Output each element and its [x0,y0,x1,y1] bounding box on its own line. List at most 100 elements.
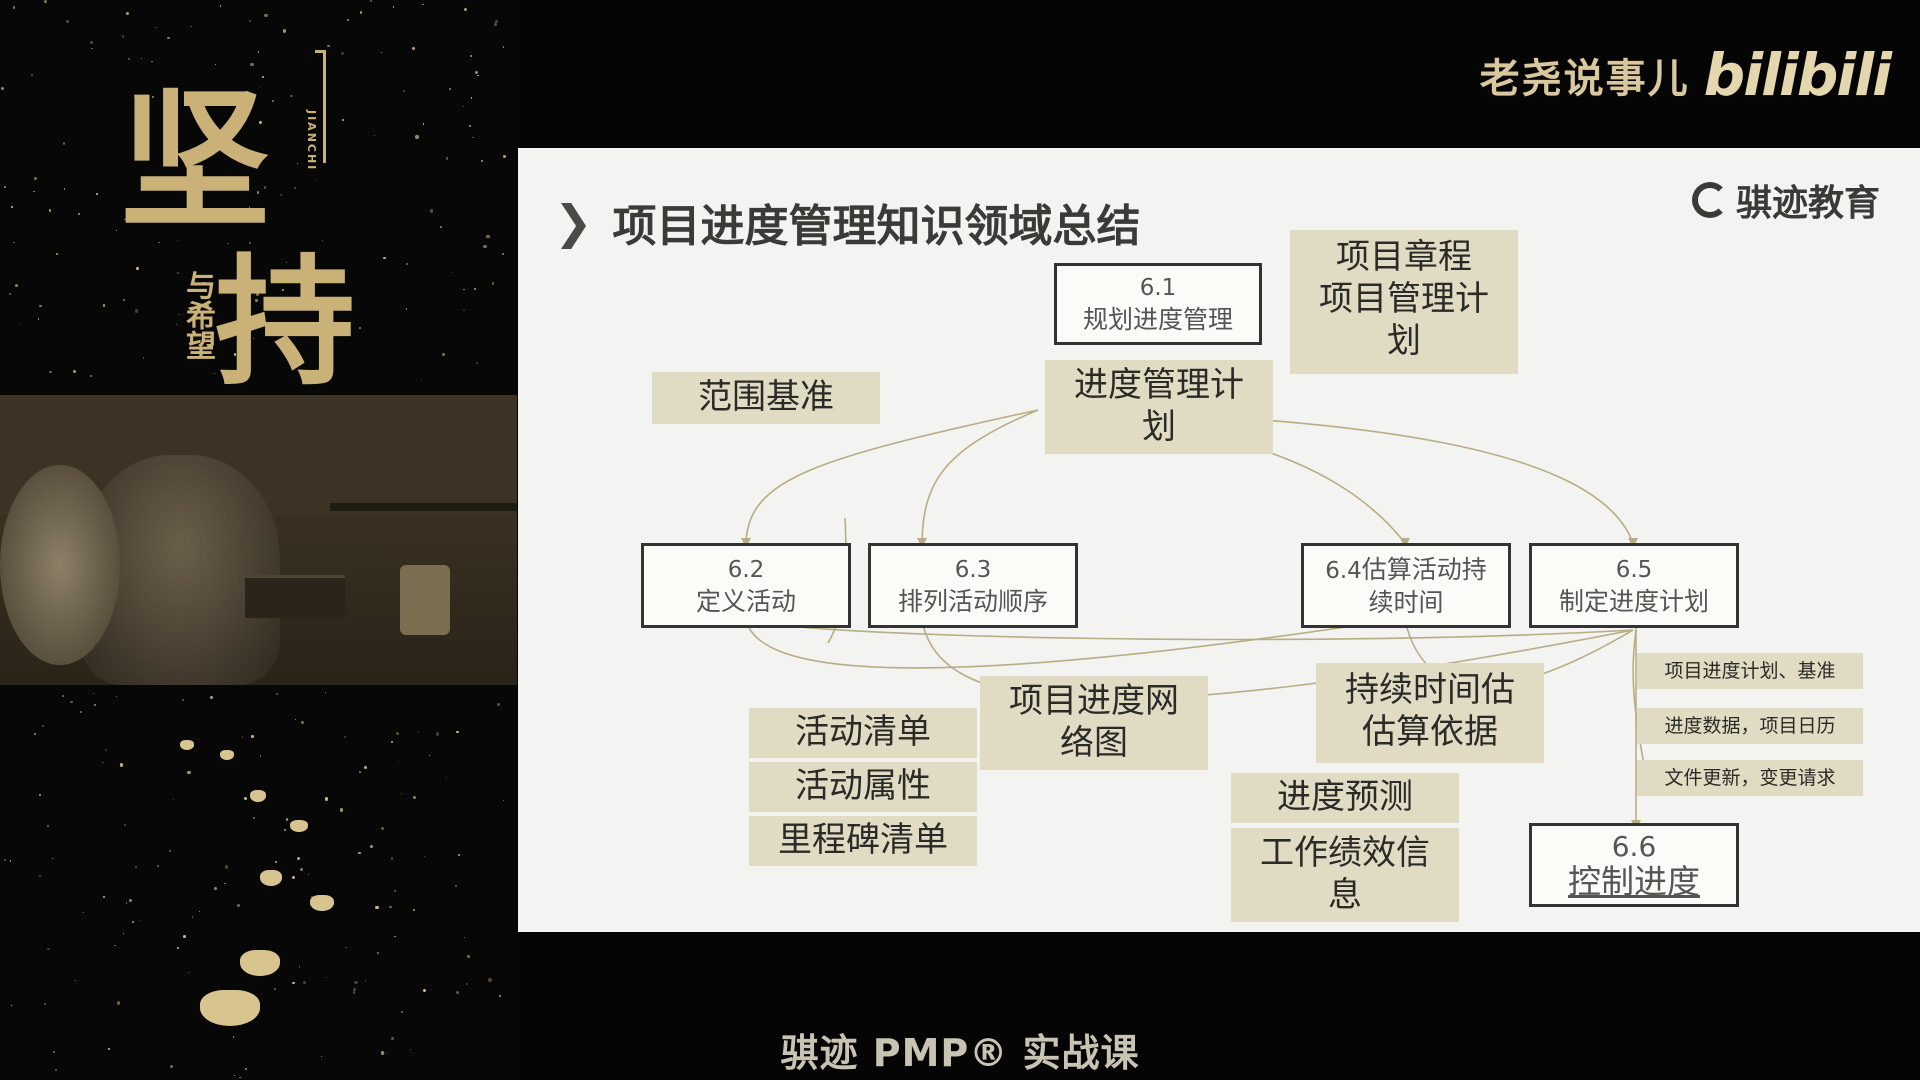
star-dot [282,289,285,292]
star-dot [294,187,297,189]
webcam-feed [0,395,517,685]
star-dot [90,374,93,377]
star-dot [254,299,258,303]
star-dot [142,357,145,359]
star-dot [79,710,82,713]
star-dot [169,153,172,156]
star-dot [347,18,350,21]
footprint [220,750,234,760]
process-6-5-box: 6.5 制定进度计划 [1529,543,1739,628]
star-dot [138,919,141,921]
star-dot [285,262,288,264]
star-dot [435,732,440,736]
star-dot [151,60,153,63]
star-dot [134,865,137,868]
star-dot [121,35,124,38]
calligraphy-char-2: 持 [215,241,356,405]
star-dot [213,886,217,890]
star-dot [78,213,81,216]
star-dot [415,135,419,139]
star-dot [219,5,221,7]
star-dot [494,19,498,23]
star-dot [422,123,425,125]
channel-name: 老尧说事儿 [1479,56,1690,102]
star-dot [384,1052,387,1054]
star-dot [275,861,278,864]
star-dot [439,226,442,228]
star-dot [41,724,44,727]
star-dot [383,256,386,260]
process-number: 6.1 [1139,275,1177,301]
star-dot [298,966,301,968]
star-dot [102,762,104,764]
star-dot [151,95,154,99]
star-dot [412,46,416,50]
star-dot [0,87,4,91]
star-dot [53,1051,56,1054]
star-dot [393,889,397,893]
star-dot [30,74,33,76]
star-dot [63,188,65,190]
star-dot [280,193,283,196]
star-dot [213,372,216,375]
star-dot [170,1065,173,1068]
star-dot [442,353,446,357]
star-dot [257,50,260,53]
star-dot [52,857,54,859]
activity-list-tag: 活动清单 [749,708,977,758]
star-dot [413,908,415,911]
work-performance-info-tag: 工作绩效信 息 [1231,828,1459,922]
slide-title-text: 项目进度管理知识领域总结 [612,201,1141,252]
star-dot [486,235,490,239]
star-dot [315,178,317,180]
process-number: 6.4 [1325,558,1362,584]
star-dot [116,1001,120,1005]
star-dot [353,987,357,991]
star-dot [502,799,505,801]
star-dot [91,48,93,50]
star-dot [202,281,205,285]
star-dot [198,157,201,160]
star-dot [241,736,244,739]
process-6-2-box: 6.2 定义活动 [641,543,851,628]
calligraphy-char-1: 坚 [120,73,271,249]
star-dot [102,304,106,307]
star-dot [400,793,402,795]
star-dot [167,128,169,130]
star-dot [115,695,117,697]
calligraphy-bracket [315,50,326,163]
star-dot [74,979,77,982]
star-dot [430,209,434,213]
star-dot [291,876,295,880]
star-dot [33,733,36,736]
star-dot [167,36,170,40]
star-dot [176,239,178,241]
star-dot [124,824,126,826]
star-dot [324,692,327,694]
star-dot [483,244,487,249]
star-dot [140,57,142,60]
star-dot [381,1051,385,1055]
star-dot [155,26,157,29]
star-dot [38,875,42,878]
star-dot [224,140,228,143]
star-dot [234,121,238,125]
channel-brand: 老尧说事儿 bilibili [1479,40,1892,110]
star-dot [55,253,58,255]
star-dot [248,206,251,209]
star-dot [325,976,327,978]
star-dot [128,899,132,903]
star-dot [256,190,260,194]
star-dot [462,105,465,108]
star-dot [377,952,380,954]
star-dot [9,293,12,296]
star-dot [133,94,137,98]
star-dot [369,0,372,3]
star-dot [369,844,374,848]
star-dot [412,796,416,800]
star-dot [296,856,300,860]
footprints-artwork [140,720,440,1040]
star-dot [39,304,42,308]
star-dot [299,867,303,872]
network-diagram-tag: 项目进度网 络图 [980,676,1208,770]
